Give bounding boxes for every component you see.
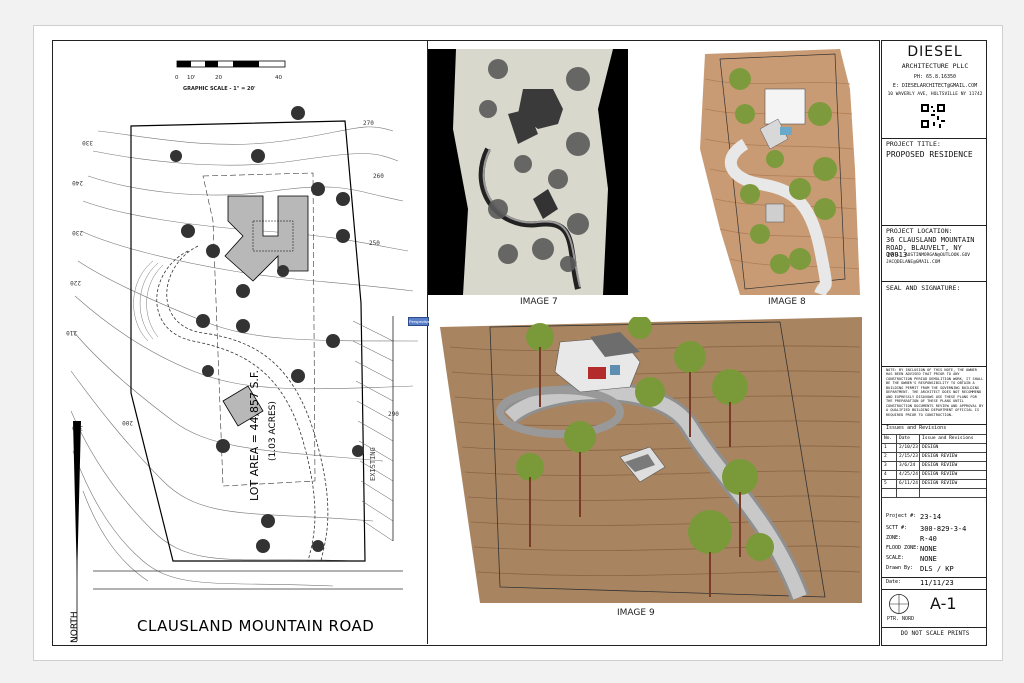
firm-address: 10 WAVERLY AVE, HOLTSVILLE NY 11742	[887, 92, 983, 97]
road-label: CLAUSLAND MOUNTAIN ROAD	[137, 617, 374, 635]
north-symbol-label: PTR. NORD	[887, 616, 915, 622]
revision-row: 4 4/25/24 DESIGN REVIEW	[882, 470, 986, 479]
issues-label: Issues and Revisions	[886, 425, 947, 431]
field-zone: ZONE:R-40	[886, 535, 937, 543]
scale-tick-0: 0	[175, 75, 179, 81]
revision-row: 3 3/6/24 DESIGN REVIEW	[882, 461, 986, 470]
north-symbol-icon	[889, 594, 909, 614]
drawing-frame	[52, 40, 880, 646]
image-9-render	[440, 317, 862, 603]
image-8-label: IMAGE 8	[768, 297, 806, 307]
field-scale: SCALE:NONE	[886, 555, 937, 563]
do-not-scale-note: DO NOT SCALE PRINTS	[900, 630, 970, 637]
contour-label: 330	[82, 139, 93, 146]
image-7-render	[428, 49, 628, 295]
firm-subtitle: ARCHITECTURE PLLC	[901, 62, 969, 70]
project-location: 36 CLAUSLAND MOUNTAIN ROAD, BLAUVELT, NY…	[886, 236, 975, 260]
seal-label: SEAL AND SIGNATURE:	[886, 284, 961, 292]
firm-name: DIESEL	[907, 44, 963, 60]
north-label: NORTH	[70, 611, 80, 643]
project-title-label: PROJECT TITLE:	[886, 140, 941, 148]
owner-email-1: EMAIL: AUSTINMORGAN@OUTLOOK.GOV	[886, 253, 970, 258]
adjacent-driveway-label: EXISTING	[369, 447, 377, 481]
lot-area-acres: (1.03 ACRES)	[268, 401, 278, 461]
site-plan: 0 10' 20 40 GRAPHIC SCALE - 1" = 20'	[66, 60, 419, 643]
title-block: DIESEL ARCHITECTURE PLLC PH: 65.8.16350 …	[881, 40, 987, 646]
scale-tick-20: 20	[215, 75, 222, 81]
adjacent-driveway-hatch	[352, 316, 394, 542]
contour-label: 230	[72, 229, 83, 236]
owner-email-2: JACQDELANE@GMAIL.COM	[886, 260, 941, 265]
house-footprint	[224, 195, 309, 282]
property-boundary	[130, 120, 366, 562]
scale-title: GRAPHIC SCALE - 1" = 20'	[183, 86, 256, 92]
garage-render	[619, 446, 666, 483]
permit-note: NOTE: BY INCLUSION OF THIS NOTE, THE OWN…	[886, 368, 984, 417]
north-arrow: NORTH	[70, 421, 81, 643]
setback-line	[202, 172, 316, 487]
driveway	[156, 250, 316, 562]
contour-lines	[70, 126, 419, 587]
house-render	[554, 332, 641, 393]
image-7-label: IMAGE 7	[520, 297, 558, 307]
revision-row: 2 2/15/23 DESIGN REVIEW	[882, 452, 986, 461]
field-project-number: Project #:23-14	[886, 513, 942, 521]
revisions-table: No. Date Issue and Revisions 1 2/10/23 D…	[882, 434, 986, 498]
sheet-number: A-1	[930, 594, 957, 613]
contour-label: 270	[363, 120, 374, 127]
project-location-label: PROJECT LOCATION:	[886, 227, 953, 235]
garage-footprint	[222, 385, 264, 427]
contour-label: 210	[66, 329, 77, 336]
panel-divider	[427, 40, 428, 644]
tree-symbols	[170, 106, 364, 553]
revision-row: 5 6/11/24 DESIGN REVIEW	[882, 479, 986, 488]
field-sctm: SCTT #:300-829-3-4	[886, 525, 967, 533]
contour-label: 290	[388, 411, 399, 418]
qr-code-icon	[920, 103, 946, 129]
graphic-scale: 0 10' 20 40 GRAPHIC SCALE - 1" = 20'	[175, 60, 286, 92]
field-drawn-by: Drawn By:DLS / KP	[886, 565, 954, 573]
contour-label: 250	[369, 240, 380, 247]
perspective-callout[interactable]: Perspective	[408, 317, 430, 326]
project-title: PROPOSED RESIDENCE	[886, 150, 973, 159]
contour-label: 260	[373, 173, 384, 180]
image-9-label: IMAGE 9	[617, 608, 655, 618]
firm-phone: PH: 65.8.16350	[913, 74, 957, 80]
firm-email: E: DIESELARCHITECT@GMAIL.COM	[892, 83, 978, 89]
field-date: Date:11/11/23	[886, 579, 954, 587]
revisions-header: No. Date Issue and Revisions	[882, 434, 986, 443]
contour-label: 240	[72, 179, 83, 186]
scale-tick-40: 40	[275, 75, 282, 81]
scale-tick-10: 10'	[187, 75, 196, 81]
revision-row	[882, 488, 986, 498]
lot-area-label: LOT AREA = 44,857 S.F.	[248, 370, 261, 501]
image-8-render	[700, 49, 866, 295]
field-flood-zone: FLOOD ZONE:NONE	[886, 545, 937, 553]
contour-label: 200	[122, 419, 133, 426]
revision-row: 1 2/10/23 DESIGN	[882, 443, 986, 452]
contour-label: 220	[70, 279, 81, 286]
